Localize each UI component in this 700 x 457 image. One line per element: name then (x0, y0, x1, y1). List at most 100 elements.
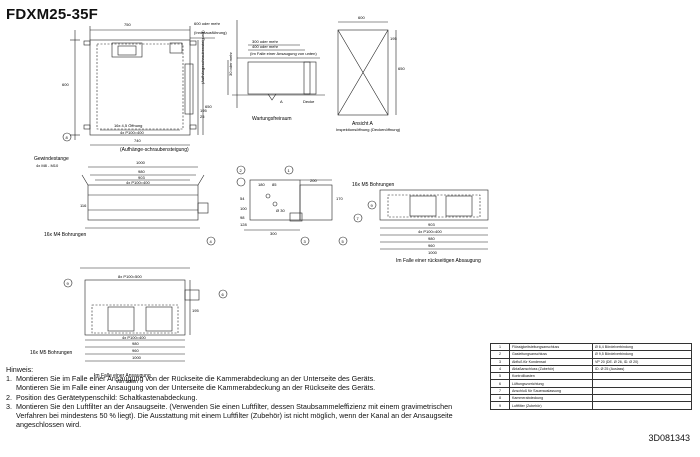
document-id: 3D081343 (648, 433, 690, 443)
note-line: Montieren Sie den Luftfilter an der Ansa… (16, 401, 453, 411)
callout-top-8: 8 (66, 135, 69, 140)
dim-side-128: 128 (240, 222, 247, 227)
dim-side-54: 54 (240, 196, 245, 201)
legend-spec (592, 372, 692, 381)
callout-front-4: 4 (210, 239, 213, 244)
dim-service-bottom-intake: (Im Falle einer Ansaugung von unten) (250, 51, 317, 56)
dim-side-98: 98 (240, 215, 245, 220)
dim-viewa-600: 600 (358, 15, 365, 20)
dim-side-170: 170 (336, 196, 343, 201)
dim-front-980: 980 (138, 169, 145, 174)
dim-rear-1000: 1000 (428, 250, 438, 255)
callout-side-2: 2 (240, 168, 243, 173)
dim-service-decke: Decke (303, 99, 315, 104)
dim-side-200: 200 (310, 178, 317, 183)
note-item: 3. Montieren Sie den Luftfilter an der A… (6, 402, 476, 430)
dim-front-1000: 1000 (136, 160, 146, 165)
legend-description: Ablaßanschluss (Zubehör) (509, 364, 593, 374)
legend-number: 4 (490, 364, 510, 374)
dim-bottom-4x-p100: 4x P100=400 (122, 335, 146, 340)
legend-number: 3 (490, 357, 510, 366)
dim-front-903: 903 (138, 175, 145, 180)
dim-top-600-oder-mehr: 600 oder mehr (194, 21, 221, 26)
dim-rear-4x-p100: 4x P100=400 (418, 229, 442, 234)
callout-side-1: 1 (288, 168, 291, 173)
bottom-caption-line2: von unten (116, 379, 138, 385)
dim-top-4x-p100: 4x P100=400 (120, 130, 144, 135)
legend-description: Gasleitungsanschluss (509, 350, 593, 359)
notes-heading: Hinweis: (6, 365, 34, 374)
dim-top-750: 750 (124, 22, 131, 27)
note-line: Verfahren bei mindestens 50 % liegt). Di… (16, 411, 453, 421)
dim-top-600: 600 (62, 82, 69, 87)
dim-bottom-960: 960 (132, 348, 139, 353)
legend-description: Luftfilter (Zubehör) (509, 401, 593, 410)
label-gewindestange: Gewindestange (34, 156, 69, 162)
dim-top-innenausfuehrung: (Innenausführung) (194, 30, 227, 35)
dim-side-100: 100 (240, 206, 247, 211)
label-4x-m8-m10: 4x M8 - M10 (36, 163, 59, 168)
note-line: Position des Gerätetypenschild: Schaltka… (16, 392, 198, 402)
dim-bottom-1000: 1000 (132, 355, 142, 360)
dim-top-740: 740 (134, 138, 141, 143)
legend-spec: Ø 6,4 Bördelverbindung (592, 342, 692, 352)
callout-bottom-6: 6 (222, 292, 225, 297)
notes-section: Hinweis: 1. Montieren Sie im Falle einer… (6, 365, 476, 429)
legend-spec: VP 20 (DE. Ø 26, ID. Ø 20) (592, 357, 692, 366)
dim-bottom-195: 195 (192, 308, 199, 313)
legend-description: Kontrollkasten (509, 372, 593, 381)
service-arrow-label: A (280, 99, 283, 104)
view-a-sublabel: Inspektionsöffnung (Deckenöffnung) (336, 127, 401, 132)
dim-top-hanger-pitch: (Aufhängeschraubensteigung) (200, 30, 205, 84)
label-16x-m4-bohrungen: 16x M4 Bohrungen (44, 232, 86, 238)
legend-description: Kammerabdeckung (509, 394, 593, 403)
legend-description: Lüftungsvorrichtung (509, 379, 593, 388)
legend-spec (592, 394, 692, 403)
legend-spec: Ø 9,5 Bördelverbindung (592, 350, 692, 359)
rear-view (353, 189, 489, 250)
dim-service-400: 400 oder mehr (252, 44, 279, 49)
legend-spec (592, 401, 692, 410)
callout-side-5: 5 (342, 239, 345, 244)
dim-bottom-8x-p100: 8x P100=500 (118, 274, 142, 279)
legend-number: 8 (490, 394, 510, 403)
dim-top-650: 650 (205, 104, 212, 109)
note-line: angeschlossen wird. (16, 420, 82, 430)
legend-number: 1 (490, 342, 510, 352)
dim-side-o30: Ø 30 (276, 208, 285, 213)
callout-bottom-9: 9 (67, 281, 70, 286)
note-line: Montieren Sie im Falle einer Ansaugung v… (16, 374, 376, 384)
service-space-label: Wartungsfreiraum (252, 116, 292, 122)
callout-rear-9: 9 (371, 203, 374, 208)
dim-rear-903: 903 (428, 222, 435, 227)
legend-spec: ID. Ø 25 (Auslass) (592, 364, 692, 374)
legend-number: 5 (490, 372, 510, 381)
legend-number: 9 (490, 401, 510, 410)
callout-rear-7: 7 (357, 216, 360, 221)
rear-view-caption: Im Falle einer rückseitigen Absaugung (396, 258, 481, 264)
front-view (81, 166, 216, 246)
legend-spec (592, 386, 692, 396)
note-number: 2. (6, 392, 12, 402)
dim-rear-980: 980 (428, 236, 435, 241)
service-space-view (227, 20, 325, 108)
legend-description: Abfluß für Kondensat (509, 357, 593, 366)
view-a (337, 21, 397, 116)
dim-viewa-195: 195 (390, 36, 397, 41)
note-line: Montieren Sie im Falle einer Ansaugung v… (16, 383, 376, 393)
legend-description: Anschluß für Sauerauslassung (509, 386, 593, 396)
legend-number: 2 (490, 350, 510, 359)
dim-viewa-650: 650 (398, 66, 405, 71)
note-number: 1. (6, 374, 12, 384)
top-view (62, 26, 215, 146)
